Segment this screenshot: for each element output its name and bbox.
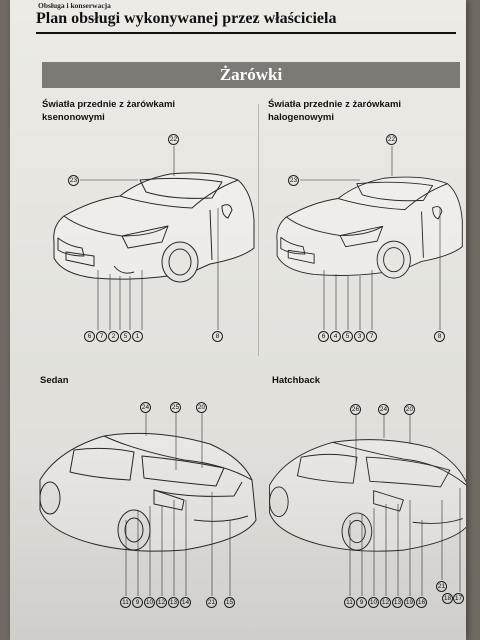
callout-hatchback-21: 21: [436, 581, 447, 592]
callout-halogen-4: 4: [330, 331, 341, 342]
front-car-xenon-illustration: [53, 172, 255, 283]
caption-halogen: Światła przednie z żarówkami halogenowym…: [268, 98, 401, 124]
leader-lines: [80, 146, 461, 596]
callout-halogen-8: 8: [434, 331, 445, 342]
callout-hatchback-12: 12: [380, 597, 391, 608]
callout-hatchback-17: 17: [453, 593, 464, 604]
callout-halogen-3: 3: [354, 331, 365, 342]
callout-sedan-10: 10: [144, 597, 155, 608]
rear-car-hatchback-illustration: [269, 439, 466, 552]
caption-sedan: Sedan: [40, 374, 69, 387]
page-title: Plan obsługi wykonywanej przez właścicie…: [36, 10, 337, 27]
callout-halogen-5: 5: [342, 331, 353, 342]
callout-xenon-2: 2: [108, 331, 119, 342]
callout-sedan-14: 14: [180, 597, 191, 608]
callout-hatchback-16: 16: [416, 597, 427, 608]
callout-sedan-25: 25: [170, 402, 181, 413]
caption-hatchback-line-1: Hatchback: [272, 375, 321, 386]
callout-xenon-23: 23: [68, 175, 79, 186]
caption-halogen-line-2: halogenowymi: [268, 112, 334, 123]
callout-xenon-7: 7: [96, 331, 107, 342]
callout-xenon-6: 6: [84, 331, 95, 342]
callout-sedan-13: 13: [168, 597, 179, 608]
callout-hatchback-18: 18: [442, 593, 453, 604]
callout-halogen-22: 22: [386, 134, 397, 145]
callout-sedan-15: 15: [224, 597, 235, 608]
callout-halogen-7: 7: [366, 331, 377, 342]
caption-halogen-line-1: Światła przednie z żarówkami: [268, 99, 402, 110]
callout-halogen-6: 6: [318, 331, 329, 342]
callout-hatchback-20: 20: [404, 404, 415, 415]
callout-hatchback-19: 19: [404, 597, 415, 608]
callout-hatchback-24: 24: [378, 404, 389, 415]
panel-divider: [258, 104, 259, 356]
manual-page: Obsługa i konserwacja Plan obsługi wykon…: [10, 0, 466, 640]
caption-xenon-line-1: Światła przednie z żarówkami: [42, 99, 176, 110]
callout-hatchback-11: 11: [344, 597, 355, 608]
callout-xenon-22: 22: [168, 134, 179, 145]
callout-halogen-23: 23: [288, 175, 299, 186]
caption-xenon-line-2: ksenonowymi: [42, 112, 105, 123]
callout-sedan-20: 20: [196, 402, 207, 413]
callout-xenon-5: 5: [120, 331, 131, 342]
caption-hatchback: Hatchback: [272, 374, 320, 387]
callout-hatchback-13: 13: [392, 597, 403, 608]
callout-xenon-1: 1: [132, 331, 143, 342]
callout-sedan-12: 12: [156, 597, 167, 608]
callout-sedan-24: 24: [140, 402, 151, 413]
callout-xenon-8: 8: [212, 331, 223, 342]
section-banner: Żarówki: [42, 62, 460, 88]
title-rule: [36, 32, 456, 34]
callout-hatchback-26: 26: [350, 404, 361, 415]
callout-sedan-9: 9: [132, 597, 143, 608]
front-car-halogen-illustration: [276, 176, 463, 279]
callout-hatchback-9: 9: [356, 597, 367, 608]
caption-sedan-line-1: Sedan: [40, 375, 69, 386]
caption-xenon: Światła przednie z żarówkami ksenonowymi: [42, 98, 175, 124]
callout-sedan-21: 21: [206, 597, 217, 608]
callout-sedan-11: 11: [120, 597, 131, 608]
section-label: Obsługa i konserwacja: [38, 1, 111, 10]
callout-hatchback-10: 10: [368, 597, 379, 608]
